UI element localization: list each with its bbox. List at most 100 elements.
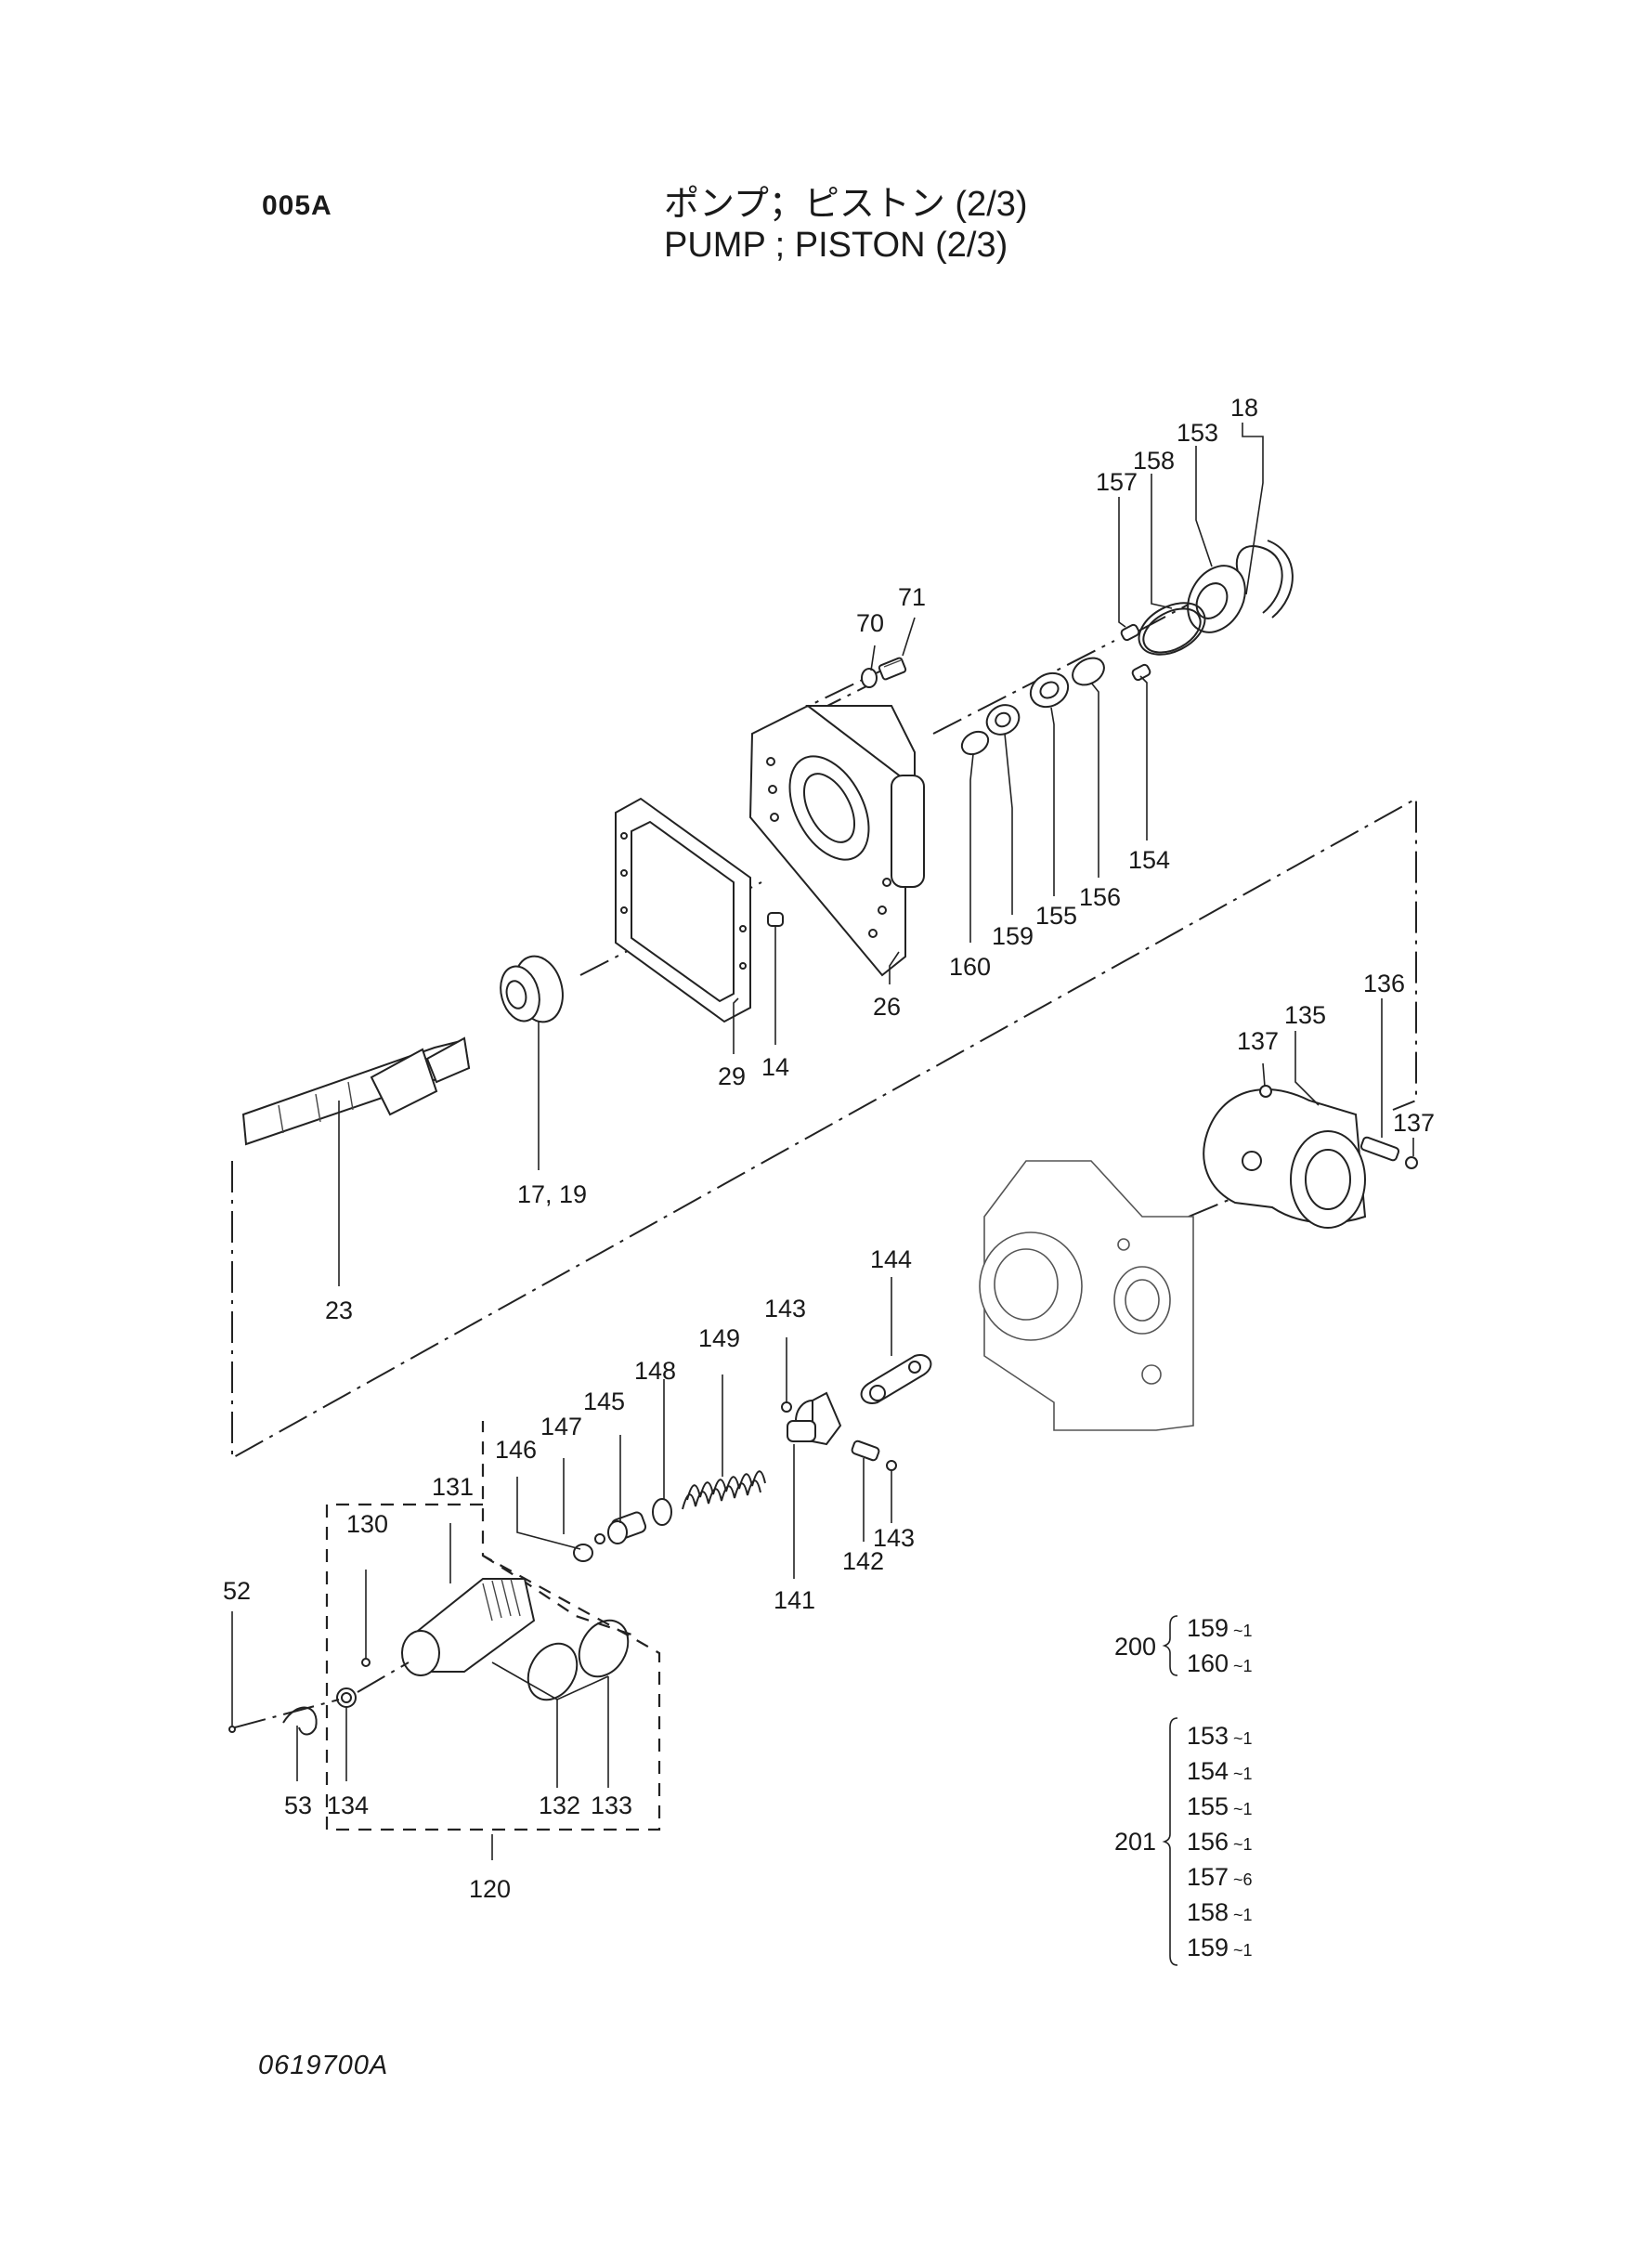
plug-134 [336,1687,357,1708]
link-144 [860,1354,932,1404]
callout-143-upper: 143 [764,1295,806,1322]
o-ring-133 [578,1619,630,1678]
kit-table-201: 201 153 ~1 154 ~1 155 ~1 156 ~1 157 ~6 1… [1114,1717,1253,1966]
pin-137-upper [1259,1085,1272,1098]
o-ring-158 [1138,602,1206,656]
callout-134: 134 [327,1791,369,1819]
callout-26: 26 [873,993,901,1021]
leader-lines [231,423,1414,1860]
callout-132: 132 [539,1791,580,1819]
pin-143-upper [781,1401,792,1413]
pin-52 [228,1726,236,1733]
kit-201-item-part: 155 [1187,1792,1229,1820]
callout-149: 149 [698,1324,740,1352]
callout-131: 131 [432,1473,474,1501]
spool-131 [401,1578,536,1676]
page-code: 005A [262,190,332,221]
snap-ring-18 [1235,540,1294,619]
ring-160 [960,730,990,756]
callout-145: 145 [583,1388,625,1415]
shaft-23 [241,1036,471,1146]
callout-141: 141 [774,1586,815,1614]
callout-18: 18 [1230,394,1258,422]
callout-156: 156 [1079,883,1121,911]
kit-201-item-part: 157 [1187,1863,1229,1891]
title-japanese: ポンプ；ピストン (2/3) [664,185,1028,224]
kit-201-item-qty: ~1 [1233,1800,1253,1818]
callout-120: 120 [469,1875,511,1903]
kit-200-number: 200 [1114,1633,1156,1661]
kit-table-200: 200 159 ~1 160 ~1 [1114,1614,1253,1677]
housing-outline [979,1160,1194,1431]
callout-148: 148 [634,1357,676,1385]
kit-200-item-part: 159 [1187,1614,1229,1642]
screw-71-washer-70 [861,657,907,688]
kit-201-item-part: 158 [1187,1898,1229,1926]
kit-201-item-qty: ~6 [1233,1870,1253,1889]
callout-144: 144 [870,1245,912,1273]
plug-146 [573,1544,593,1562]
oil-seal-153 [1187,565,1246,633]
callout-136: 136 [1363,970,1405,997]
kit-201-item-qty: ~1 [1233,1729,1253,1748]
callout-130: 130 [346,1510,388,1538]
callout-71: 71 [898,583,926,611]
kit-201-item-part: 159 [1187,1934,1229,1961]
callout-137-upper: 137 [1237,1027,1279,1055]
pin-142 [851,1440,880,1462]
kit-201-item-qty: ~1 [1233,1765,1253,1783]
gasket-29 [615,797,751,1023]
callout-14: 14 [761,1053,789,1081]
block-135 [1203,1088,1367,1229]
kit-201-item-part: 154 [1187,1757,1229,1785]
callout-153: 153 [1177,419,1218,447]
kit-120-boundary [325,1421,661,1831]
kit-201-item-qty: ~1 [1233,1941,1253,1960]
callout-143-lower: 143 [873,1524,915,1552]
callout-154: 154 [1128,846,1170,874]
pin-137-right [1405,1156,1418,1169]
kit-201-item-qty: ~1 [1233,1835,1253,1854]
o-ring-148 [652,1498,672,1526]
kit-200-item-qty: ~1 [1233,1622,1253,1640]
callout-70: 70 [856,609,884,637]
ring-147 [594,1533,605,1544]
callout-53: 53 [284,1791,312,1819]
piston-141 [787,1391,842,1446]
callout-133: 133 [591,1791,632,1819]
o-ring-132 [527,1642,579,1701]
kit-200-item-qty: ~1 [1233,1657,1253,1675]
callout-147: 147 [540,1413,582,1440]
kit-201-item-part: 156 [1187,1828,1229,1856]
callout-159: 159 [992,922,1034,950]
callout-23: 23 [325,1296,353,1324]
callout-155: 155 [1035,902,1077,930]
kit-201-item-part: 153 [1187,1722,1229,1750]
callout-135: 135 [1284,1001,1326,1029]
callout-146: 146 [495,1436,537,1464]
pin-130 [361,1658,371,1667]
callout-17-19: 17, 19 [517,1180,587,1208]
callout-29: 29 [718,1062,746,1090]
kit-200-item-part: 160 [1187,1649,1229,1677]
pin-143-lower [886,1460,897,1471]
seat-145 [607,1511,647,1544]
ring-156 [1072,657,1105,686]
callout-52: 52 [223,1577,251,1605]
callout-158: 158 [1133,447,1175,475]
kit-120-boundary-inner [482,1555,632,1636]
pin-154 [1131,663,1151,682]
callout-160: 160 [949,953,991,981]
kit-201-number: 201 [1114,1828,1156,1856]
pin-14 [767,912,784,927]
plate-155 [1029,671,1070,709]
pin-136 [1359,1136,1400,1162]
callout-157: 157 [1096,468,1138,496]
callout-labels: 18 153 158 157 70 71 160 159 155 156 154… [223,394,1435,1903]
spring-149 [682,1470,766,1510]
bearing-159 [985,704,1021,736]
kit-201-item-qty: ~1 [1233,1906,1253,1924]
title-english: PUMP ; PISTON (2/3) [664,226,1008,265]
